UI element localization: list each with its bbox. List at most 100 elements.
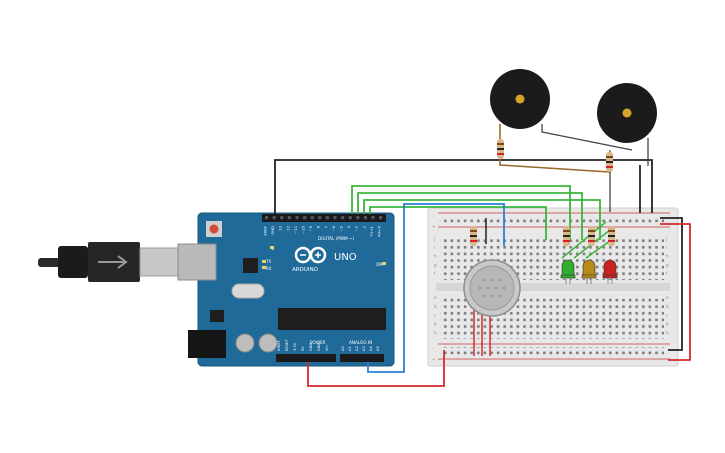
wire-signal-green-2 bbox=[357, 192, 583, 240]
analog-pin-label: A2 bbox=[355, 346, 359, 351]
row-letter-left: g bbox=[434, 262, 437, 267]
digital-pin[interactable] bbox=[363, 216, 367, 220]
row-letter-left: i bbox=[434, 245, 435, 250]
digital-pin[interactable] bbox=[310, 216, 314, 220]
row-letter-right: i bbox=[666, 245, 667, 250]
wire-5v-red bbox=[307, 350, 445, 387]
digital-pin[interactable] bbox=[265, 216, 269, 220]
reset-button[interactable] bbox=[209, 224, 219, 234]
leds[interactable] bbox=[560, 259, 618, 284]
row-letter-left: c bbox=[434, 313, 436, 318]
analog-pin-label: A1 bbox=[348, 346, 352, 351]
rail-plus-top: + bbox=[432, 224, 435, 229]
digital-pin-label: GND bbox=[270, 226, 275, 235]
digital-pin[interactable] bbox=[280, 216, 284, 220]
digital-pin-label: ~6 bbox=[331, 225, 336, 231]
digital-pin[interactable] bbox=[325, 216, 329, 220]
power-pin-label: 3.3V bbox=[293, 342, 297, 351]
resistor-buzzer-2 bbox=[606, 152, 613, 172]
on-label: ON bbox=[376, 262, 382, 267]
digital-pin-label: ~9 bbox=[308, 225, 313, 231]
power-pin-label: GND bbox=[309, 343, 313, 351]
digital-pin-label: ~11 bbox=[293, 225, 298, 234]
digital-pin[interactable] bbox=[371, 216, 375, 220]
row-letter-left: e bbox=[434, 295, 437, 300]
digital-pin-label: ~3 bbox=[354, 225, 359, 231]
digital-pin-label: 7 bbox=[323, 225, 328, 228]
arduino-logo-icon bbox=[294, 246, 327, 264]
led-3[interactable] bbox=[602, 259, 618, 284]
led-2[interactable] bbox=[581, 259, 597, 284]
digital-pin[interactable] bbox=[356, 216, 360, 220]
resistors[interactable] bbox=[470, 139, 615, 246]
brand-label: ARDUINO bbox=[292, 267, 319, 273]
buzzer-1[interactable] bbox=[490, 69, 550, 129]
power-pin-label: 5V bbox=[301, 346, 305, 351]
digital-pin[interactable] bbox=[333, 216, 337, 220]
digital-pin-label: ~5 bbox=[339, 225, 344, 231]
row-letter-left: h bbox=[434, 254, 437, 259]
analog-pin-label: A5 bbox=[376, 346, 380, 351]
row-letter-right: b bbox=[666, 321, 669, 326]
row-letter-right: g bbox=[666, 262, 669, 267]
digital-pin-label: 4 bbox=[346, 225, 351, 228]
digital-pin-label: TX→1 bbox=[369, 225, 374, 237]
tx-label: TX bbox=[265, 259, 271, 264]
rail-minus-top: - bbox=[432, 214, 434, 219]
row-letter-left: j bbox=[433, 236, 435, 241]
row-letter-right: j bbox=[665, 236, 667, 241]
analog-pin-label: A4 bbox=[369, 346, 373, 351]
digital-pin-label: 12 bbox=[285, 225, 290, 230]
row-letter-left: a bbox=[434, 330, 437, 335]
power-header-label: POWER bbox=[310, 340, 326, 345]
row-letter-right: d bbox=[666, 304, 669, 309]
digital-pin[interactable] bbox=[379, 216, 383, 220]
resistor-buzzer-1 bbox=[497, 139, 504, 159]
resistor-sensor bbox=[470, 226, 477, 246]
model-label: UNO bbox=[334, 252, 357, 263]
resistor-led-yellow bbox=[588, 226, 595, 246]
led-1[interactable] bbox=[560, 259, 576, 284]
resistor-led-green bbox=[563, 226, 570, 246]
buzzer-2[interactable] bbox=[597, 83, 657, 143]
resistor-led-red bbox=[608, 226, 615, 246]
gas-sensor[interactable] bbox=[463, 259, 521, 317]
row-letter-right: h bbox=[666, 254, 669, 259]
digital-pin[interactable] bbox=[272, 216, 276, 220]
digital-pin[interactable] bbox=[295, 216, 299, 220]
row-letter-left: b bbox=[434, 321, 437, 326]
digital-pin-label: AREF bbox=[263, 226, 268, 236]
wire-signal-green-1 bbox=[351, 185, 571, 240]
wire-signal-green-4 bbox=[369, 206, 547, 240]
row-letter-right: c bbox=[666, 313, 668, 318]
power-pin-label: Vin bbox=[325, 345, 329, 351]
row-letter-left: f bbox=[434, 271, 436, 276]
row-letter-right: a bbox=[666, 330, 669, 335]
wire-analog-blue bbox=[367, 203, 505, 373]
digital-pin[interactable] bbox=[303, 216, 307, 220]
digital-pin[interactable] bbox=[287, 216, 291, 220]
rail-minus-bottom: - bbox=[432, 346, 434, 351]
usb-icon bbox=[98, 255, 128, 269]
power-pin-label: RESET bbox=[285, 339, 289, 351]
wire-buzzer-brown bbox=[499, 124, 611, 173]
analog-pin-label: A3 bbox=[362, 346, 366, 351]
row-letter-left: d bbox=[434, 304, 437, 309]
power-pin-label: GND bbox=[317, 343, 321, 351]
arduino-uno-board[interactable]: ARDUINO UNO DIGITAL (PWM ~) POWER ANALOG… bbox=[177, 212, 395, 367]
wire-gnd-black bbox=[274, 159, 653, 214]
digital-pin[interactable] bbox=[348, 216, 352, 220]
row-letter-right: e bbox=[666, 295, 669, 300]
rail-plus-bottom: + bbox=[432, 357, 435, 362]
digital-pin[interactable] bbox=[318, 216, 322, 220]
digital-pin-label: 13 bbox=[278, 225, 283, 230]
digital-pin-label: RX←0 bbox=[377, 225, 382, 236]
usb-cable bbox=[38, 242, 181, 282]
digital-pin-label: 8 bbox=[316, 225, 321, 228]
digital-pin[interactable] bbox=[341, 216, 345, 220]
